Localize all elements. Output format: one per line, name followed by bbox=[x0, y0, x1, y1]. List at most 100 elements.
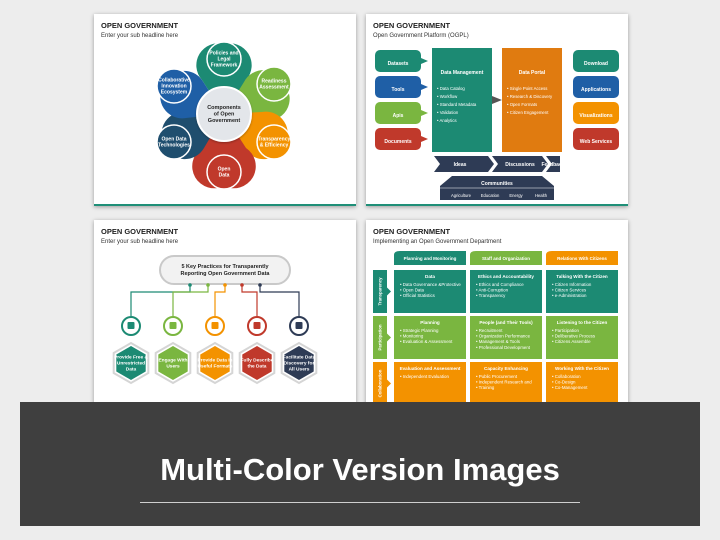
matrix-cell-item: • Anti-Corruption bbox=[476, 288, 509, 293]
matrix-cell bbox=[546, 270, 618, 313]
slide-subtitle: Enter your sub headline here bbox=[101, 33, 179, 39]
data-portal-title: Data Portal bbox=[519, 70, 546, 76]
matrix-cell-title: People (and Their Tools) bbox=[479, 320, 533, 325]
column-header bbox=[546, 251, 618, 265]
matrix-cell-title: Working With the Citizen bbox=[555, 366, 609, 371]
connector-line bbox=[259, 284, 300, 316]
matrix-cell-item: • e-Administration bbox=[552, 293, 587, 298]
left-inputs bbox=[375, 50, 428, 150]
matrix-cell-item: • Co-Design bbox=[552, 380, 576, 385]
banner-title: Multi-Color Version Images bbox=[160, 452, 560, 487]
right-box-label: Download bbox=[584, 61, 608, 67]
matrix-cell-title: Planning bbox=[420, 320, 440, 325]
practice-hexagon bbox=[158, 346, 188, 380]
matrix-cell-item: • Citizen Information bbox=[552, 282, 592, 287]
slide-components-of-open-government[interactable]: OPEN GOVERNMENT Enter your sub headline … bbox=[94, 14, 356, 206]
matrix-cell-title: Ethics and Accountability bbox=[478, 274, 534, 279]
practice-icon bbox=[295, 322, 303, 329]
matrix-cell-item: • Independent Evaluation bbox=[400, 374, 449, 379]
matrix-cell-item: • Management & Tools bbox=[476, 339, 521, 344]
matrix-cell-item: • Open Data bbox=[400, 288, 425, 293]
flow-label: Discussions bbox=[505, 162, 535, 168]
matrix-cell-item: • Ethics and Compliance bbox=[476, 282, 524, 287]
slide-ogpl-platform[interactable]: OPEN GOVERNMENT Open Government Platform… bbox=[366, 14, 628, 206]
left-box-label: Tools bbox=[392, 87, 405, 93]
practice-icon bbox=[253, 322, 261, 329]
row-header-label: Collaboration bbox=[378, 369, 383, 397]
right-outputs bbox=[573, 50, 619, 150]
matrix-cell-item: • Data Governance &Protective bbox=[400, 282, 461, 287]
column-header-label: Staff and Organization bbox=[482, 256, 530, 261]
right-box-label: Visualizations bbox=[579, 113, 612, 119]
matrix-cell-title: Data bbox=[425, 274, 435, 279]
community-item: Education bbox=[481, 193, 500, 198]
matrix-cell-item: • Participation bbox=[552, 328, 579, 333]
platform-diagram: DatasetsToolsApisDocumentsDownloadApplic… bbox=[375, 48, 619, 200]
row-header-label: Transparency bbox=[378, 277, 383, 306]
data-portal-item: • Research & Discovery bbox=[507, 94, 553, 99]
practice-icon bbox=[211, 322, 219, 329]
slide-key-practices[interactable]: OPEN GOVERNMENT Enter your sub headline … bbox=[94, 220, 356, 412]
matrix-cell bbox=[546, 362, 618, 405]
petal-label: Transparency& Efficiency bbox=[258, 137, 291, 149]
matrix-cell-item: • Collaboration bbox=[552, 374, 581, 379]
matrix-cell-item: • Professional Development bbox=[476, 345, 531, 350]
connector-dot bbox=[206, 283, 210, 287]
matrix-cell-item: • Strategic Planning bbox=[400, 328, 439, 333]
matrix-cell-title: Evaluation and Assessment bbox=[400, 366, 461, 371]
matrix-cell bbox=[394, 270, 466, 313]
matrix-cell bbox=[394, 316, 466, 359]
connector-line bbox=[241, 284, 258, 316]
connector-dot bbox=[223, 283, 227, 287]
matrix-cell-item: • Organization Performance bbox=[476, 334, 531, 339]
matrix-cell-item: • Evaluation & Assessment bbox=[400, 339, 453, 344]
column-header bbox=[394, 251, 466, 265]
slide-title: OPEN GOVERNMENT bbox=[373, 227, 451, 236]
matrix-cell bbox=[470, 362, 542, 405]
left-box-label: Documents bbox=[384, 139, 411, 145]
community-item: Health bbox=[535, 193, 548, 198]
data-management-item: • Analytics bbox=[437, 118, 457, 123]
row-header bbox=[373, 316, 387, 359]
connector-dot bbox=[240, 283, 244, 287]
matrix-cell-item: • Public Procurement bbox=[476, 374, 518, 379]
matrix-cell-item: • Training bbox=[476, 385, 495, 390]
slide-title: OPEN GOVERNMENT bbox=[101, 21, 179, 30]
matrix-cell-item: • Transparency bbox=[476, 293, 506, 298]
practice-icon bbox=[127, 322, 135, 329]
slide-subtitle: Implementing an Open Government Departme… bbox=[373, 239, 502, 245]
slide-title: OPEN GOVERNMENT bbox=[373, 21, 451, 30]
data-management-item: • Data Catalog bbox=[437, 86, 465, 91]
communities-title: Communities bbox=[481, 181, 513, 187]
flow-label: Ideas bbox=[454, 162, 467, 168]
matrix-cell bbox=[546, 316, 618, 359]
matrix-cell bbox=[394, 362, 466, 405]
slide-subtitle: Open Government Platform (OGPL) bbox=[373, 33, 469, 39]
connector-line bbox=[172, 284, 209, 316]
slide-department-matrix[interactable]: OPEN GOVERNMENT Implementing an Open Gov… bbox=[366, 220, 628, 412]
data-management-item: • Standard Metadata bbox=[437, 102, 477, 107]
left-box-label: Datasets bbox=[388, 61, 409, 67]
practice-hexagon bbox=[200, 346, 230, 380]
matrix-cell-item: • Official Statistics bbox=[400, 293, 436, 298]
matrix-cell-item: • Citizen Services bbox=[552, 288, 587, 293]
matrix-cell-title: Listening to the Citizen bbox=[557, 320, 608, 325]
slide-subtitle: Enter your sub headline here bbox=[101, 239, 179, 245]
practice-hexagon bbox=[284, 346, 314, 380]
data-portal-panel bbox=[502, 48, 562, 152]
row-header bbox=[373, 362, 387, 405]
bottom-banner: Multi-Color Version Images bbox=[20, 402, 700, 526]
data-portal-item: • Citizen Engagement bbox=[507, 110, 549, 115]
connector-dot bbox=[258, 283, 262, 287]
community-item: Agriculture bbox=[451, 193, 472, 198]
matrix-cell-item: • Citizens Assemble bbox=[552, 339, 591, 344]
